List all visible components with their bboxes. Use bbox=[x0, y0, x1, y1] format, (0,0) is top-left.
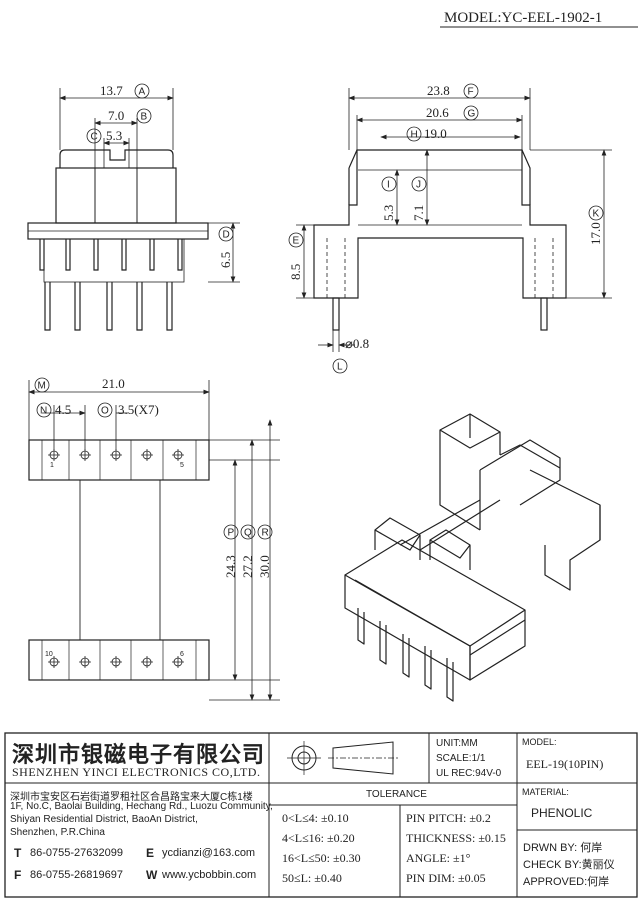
dim-L-value: ⌀0.8 bbox=[345, 336, 369, 351]
contact-fax: 86-0755-26819697 bbox=[30, 869, 123, 881]
pin-label-10: 10 bbox=[45, 651, 53, 658]
dim-P-value: 24.3 bbox=[223, 555, 238, 578]
front-view bbox=[27, 149, 209, 331]
title-block-frame bbox=[4, 732, 638, 898]
contact-web: www.ycbobbin.com bbox=[162, 869, 257, 881]
dim-P-letter: P bbox=[228, 528, 235, 539]
dim-H-letter: H bbox=[411, 130, 418, 141]
company-address-en-2: Shiyan Residential District, BaoAn Distr… bbox=[10, 814, 198, 825]
pin-label-1: 1 bbox=[50, 462, 54, 469]
material-value: PHENOLIC bbox=[531, 806, 593, 820]
unit-label: UNIT:MM bbox=[436, 738, 478, 749]
company-address-cn: 深圳市宝安区石岩街道罗租社区合昌路宝来大厦C栋1楼 bbox=[10, 792, 253, 803]
contact-tel-key: T bbox=[14, 846, 22, 860]
model-title: MODEL:YC-EEL-1902-1 bbox=[444, 10, 602, 26]
dim-D-letter: D bbox=[223, 230, 230, 241]
bottom-view bbox=[28, 439, 210, 681]
checked-by: CHECK BY:黄丽仪 bbox=[523, 859, 615, 871]
scale-label: SCALE:1/1 bbox=[436, 753, 486, 764]
dim-M-value: 21.0 bbox=[102, 376, 125, 391]
dim-L-letter: L bbox=[337, 362, 343, 373]
side-view bbox=[313, 149, 567, 331]
tolerance-right-1: THICKNESS: ±0.15 bbox=[406, 831, 506, 845]
dim-C-value: 5.3 bbox=[106, 128, 122, 143]
dim-I-letter: I bbox=[387, 180, 390, 191]
company-name-en: SHENZHEN YINCI ELECTRONICS CO,LTD. bbox=[12, 765, 261, 779]
company-address-en-3: Shenzhen, P.R.China bbox=[10, 827, 105, 838]
contact-tel: 86-0755-27632099 bbox=[30, 847, 123, 859]
dim-K-letter: K bbox=[593, 209, 600, 220]
dim-I-value: 5.3 bbox=[381, 205, 396, 221]
pin-holes bbox=[48, 449, 184, 668]
drawn-by: DRWN BY: 何岸 bbox=[523, 842, 603, 854]
dim-O-value: 3.5(X7) bbox=[118, 402, 159, 417]
approved-by: APPROVED:何岸 bbox=[523, 876, 610, 888]
tolerance-left-3: 50≤L: ±0.40 bbox=[282, 871, 342, 885]
dim-G-value: 20.6 bbox=[426, 105, 449, 120]
tolerance-right-2: ANGLE: ±1° bbox=[406, 851, 471, 865]
dim-R-value: 30.0 bbox=[257, 555, 272, 578]
dim-O-letter: O bbox=[101, 406, 109, 417]
tolerance-left-0: 0<L≤4: ±0.10 bbox=[282, 811, 349, 825]
dim-J-letter: J bbox=[416, 180, 421, 191]
dim-A-value: 13.7 bbox=[100, 83, 123, 98]
tolerance-title: TOLERANCE bbox=[366, 789, 427, 800]
dim-F-value: 23.8 bbox=[427, 83, 450, 98]
tolerance-left-2: 16<L≤50: ±0.30 bbox=[282, 851, 361, 865]
ul-rec-label: UL REC:94V-0 bbox=[436, 768, 502, 779]
pin-label-5: 5 bbox=[180, 462, 184, 469]
dim-A-letter: A bbox=[139, 87, 146, 98]
material-label: MATERIAL: bbox=[522, 787, 569, 797]
dim-B-letter: B bbox=[141, 112, 148, 123]
dim-C-letter: C bbox=[91, 132, 98, 143]
model-value: EEL-19(10PIN) bbox=[526, 757, 604, 771]
dim-E-letter: E bbox=[293, 236, 300, 247]
company-address-en-1: 1F, No.C, Baolai Building, Hechang Rd., … bbox=[10, 801, 273, 812]
dim-D-value: 6.5 bbox=[218, 252, 233, 268]
dim-E-value: 8.5 bbox=[288, 264, 303, 280]
contact-fax-key: F bbox=[14, 868, 22, 882]
dim-N-letter: N bbox=[40, 406, 47, 417]
contact-email-key: E bbox=[146, 846, 155, 860]
dim-M-letter: M bbox=[38, 381, 46, 392]
dim-K-value: 17.0 bbox=[588, 222, 603, 245]
company-name-cn: 深圳市银磁电子有限公司 bbox=[12, 742, 266, 767]
bottom-view-dims bbox=[28, 380, 280, 701]
dim-Q-value: 27.2 bbox=[240, 555, 255, 578]
dim-Q-letter: Q bbox=[244, 528, 252, 539]
dim-H-value: 19.0 bbox=[424, 126, 447, 141]
dim-R-letter: R bbox=[262, 528, 269, 539]
dim-G-letter: G bbox=[468, 109, 476, 120]
dim-B-value: 7.0 bbox=[108, 108, 124, 123]
tolerance-left-1: 4<L≤16: ±0.20 bbox=[282, 831, 355, 845]
contact-email: ycdianzi@163.com bbox=[162, 847, 256, 859]
projection-symbol bbox=[287, 741, 398, 775]
dim-J-value: 7.1 bbox=[411, 205, 426, 221]
isometric-view bbox=[344, 413, 601, 702]
contact-web-key: W bbox=[146, 868, 158, 882]
dim-F-letter: F bbox=[468, 87, 474, 98]
model-label: MODEL: bbox=[522, 737, 557, 747]
dim-N-value: 4.5 bbox=[55, 402, 71, 417]
side-view-dims bbox=[296, 88, 612, 352]
tolerance-right-0: PIN PITCH: ±0.2 bbox=[406, 811, 491, 825]
tolerance-right-3: PIN DIM: ±0.05 bbox=[406, 871, 486, 885]
pin-label-6: 6 bbox=[180, 651, 184, 658]
